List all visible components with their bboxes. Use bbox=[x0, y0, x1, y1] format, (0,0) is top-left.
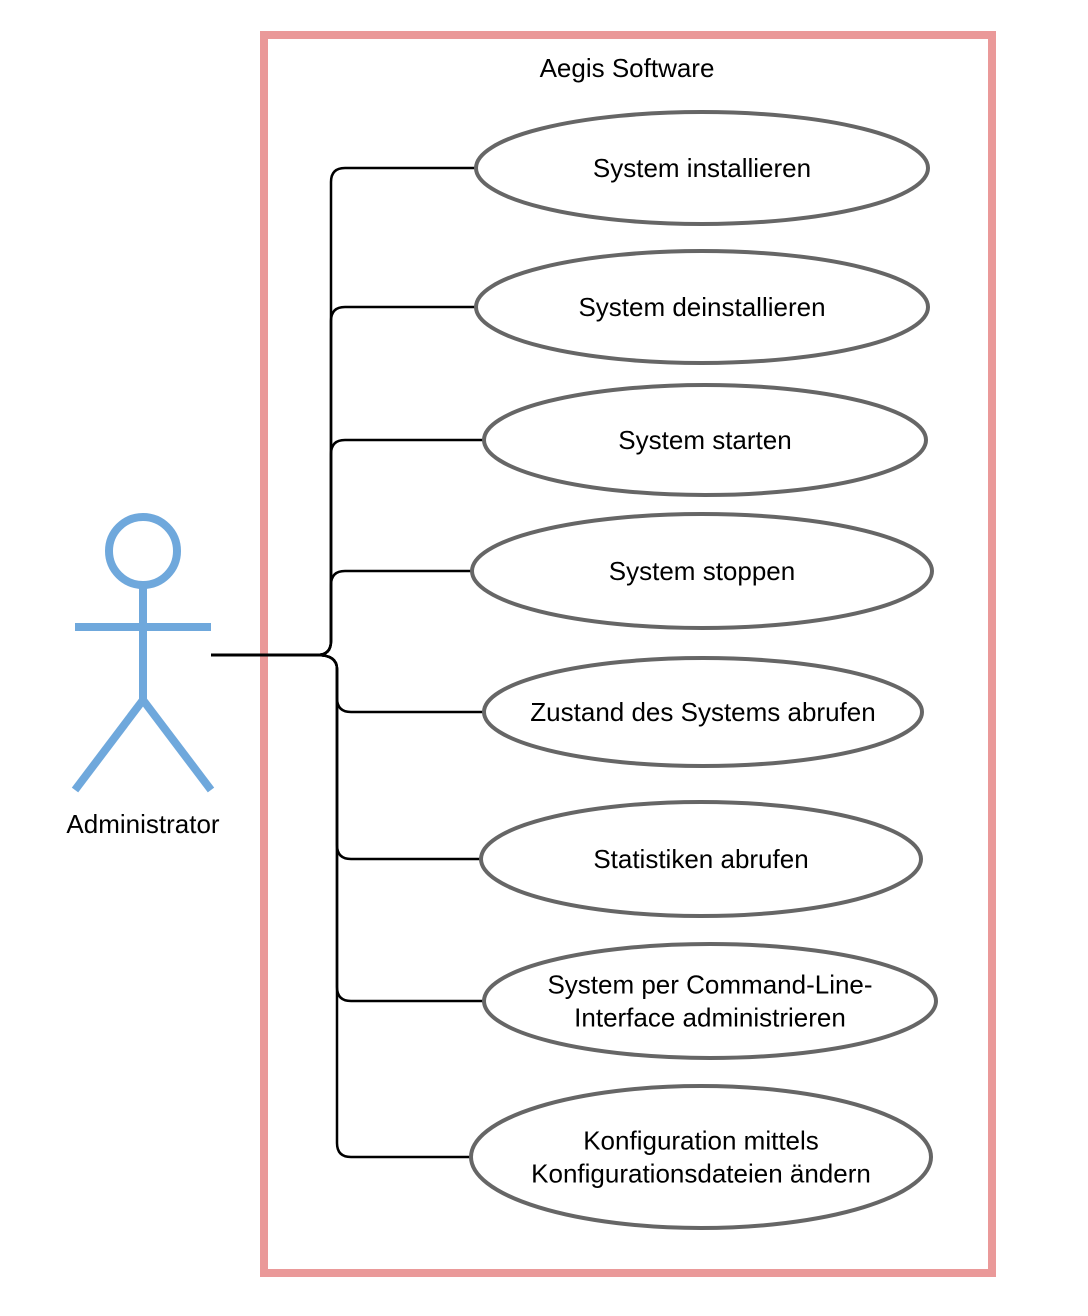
association-line-uc6 bbox=[211, 653, 481, 861]
actor-administrator[interactable]: Administrator bbox=[66, 513, 220, 839]
system-title: Aegis Software bbox=[540, 53, 715, 83]
association-line-uc5 bbox=[211, 653, 484, 714]
use-case-ellipse bbox=[482, 383, 928, 497]
association-line-uc7 bbox=[211, 653, 484, 1003]
use-case-uc3[interactable]: System starten bbox=[482, 383, 928, 497]
use-case-ellipse bbox=[479, 800, 923, 918]
use-case-label: System per Command-Line- bbox=[547, 970, 872, 1000]
use-case-uc7[interactable]: System per Command-Line-Interface admini… bbox=[482, 942, 938, 1060]
use-case-ellipse bbox=[482, 656, 924, 768]
association-line-uc2 bbox=[211, 305, 476, 657]
use-case-ellipse bbox=[482, 942, 938, 1060]
actor-head bbox=[105, 513, 181, 589]
association-line-uc4 bbox=[211, 569, 472, 657]
use-case-label: Statistiken abrufen bbox=[593, 844, 808, 874]
actor-label: Administrator bbox=[66, 809, 219, 839]
use-case-ellipse bbox=[469, 1084, 933, 1230]
use-case-label: Konfigurationsdateien ändern bbox=[531, 1159, 871, 1189]
association-line-uc3 bbox=[211, 438, 484, 657]
association-line-uc8 bbox=[211, 653, 471, 1159]
use-case-uc4[interactable]: System stoppen bbox=[470, 512, 934, 630]
use-case-uc6[interactable]: Statistiken abrufen bbox=[479, 800, 923, 918]
use-case-label: Konfiguration mittels bbox=[583, 1126, 819, 1156]
use-case-label: Interface administrieren bbox=[574, 1003, 846, 1033]
connectors bbox=[211, 166, 484, 1159]
use-case-label: System starten bbox=[618, 425, 791, 455]
use-case-label: System deinstallieren bbox=[578, 292, 825, 322]
use-case-label: System installieren bbox=[593, 153, 811, 183]
use-case-uc1[interactable]: System installieren bbox=[474, 110, 930, 226]
use-case-ellipse bbox=[474, 249, 930, 365]
association-line-uc1 bbox=[211, 166, 476, 657]
use-case-uc2[interactable]: System deinstallieren bbox=[474, 249, 930, 365]
actor-left-leg bbox=[71, 697, 147, 793]
use-case-label: System stoppen bbox=[609, 556, 795, 586]
actor-right-leg bbox=[139, 697, 215, 793]
use-case-uc8[interactable]: Konfiguration mittelsKonfigurationsdatei… bbox=[469, 1084, 933, 1230]
use-case-uc5[interactable]: Zustand des Systems abrufen bbox=[482, 656, 924, 768]
use-case-label: Zustand des Systems abrufen bbox=[530, 697, 875, 727]
use-case-ellipse bbox=[470, 512, 934, 630]
use-case-ellipse bbox=[474, 110, 930, 226]
